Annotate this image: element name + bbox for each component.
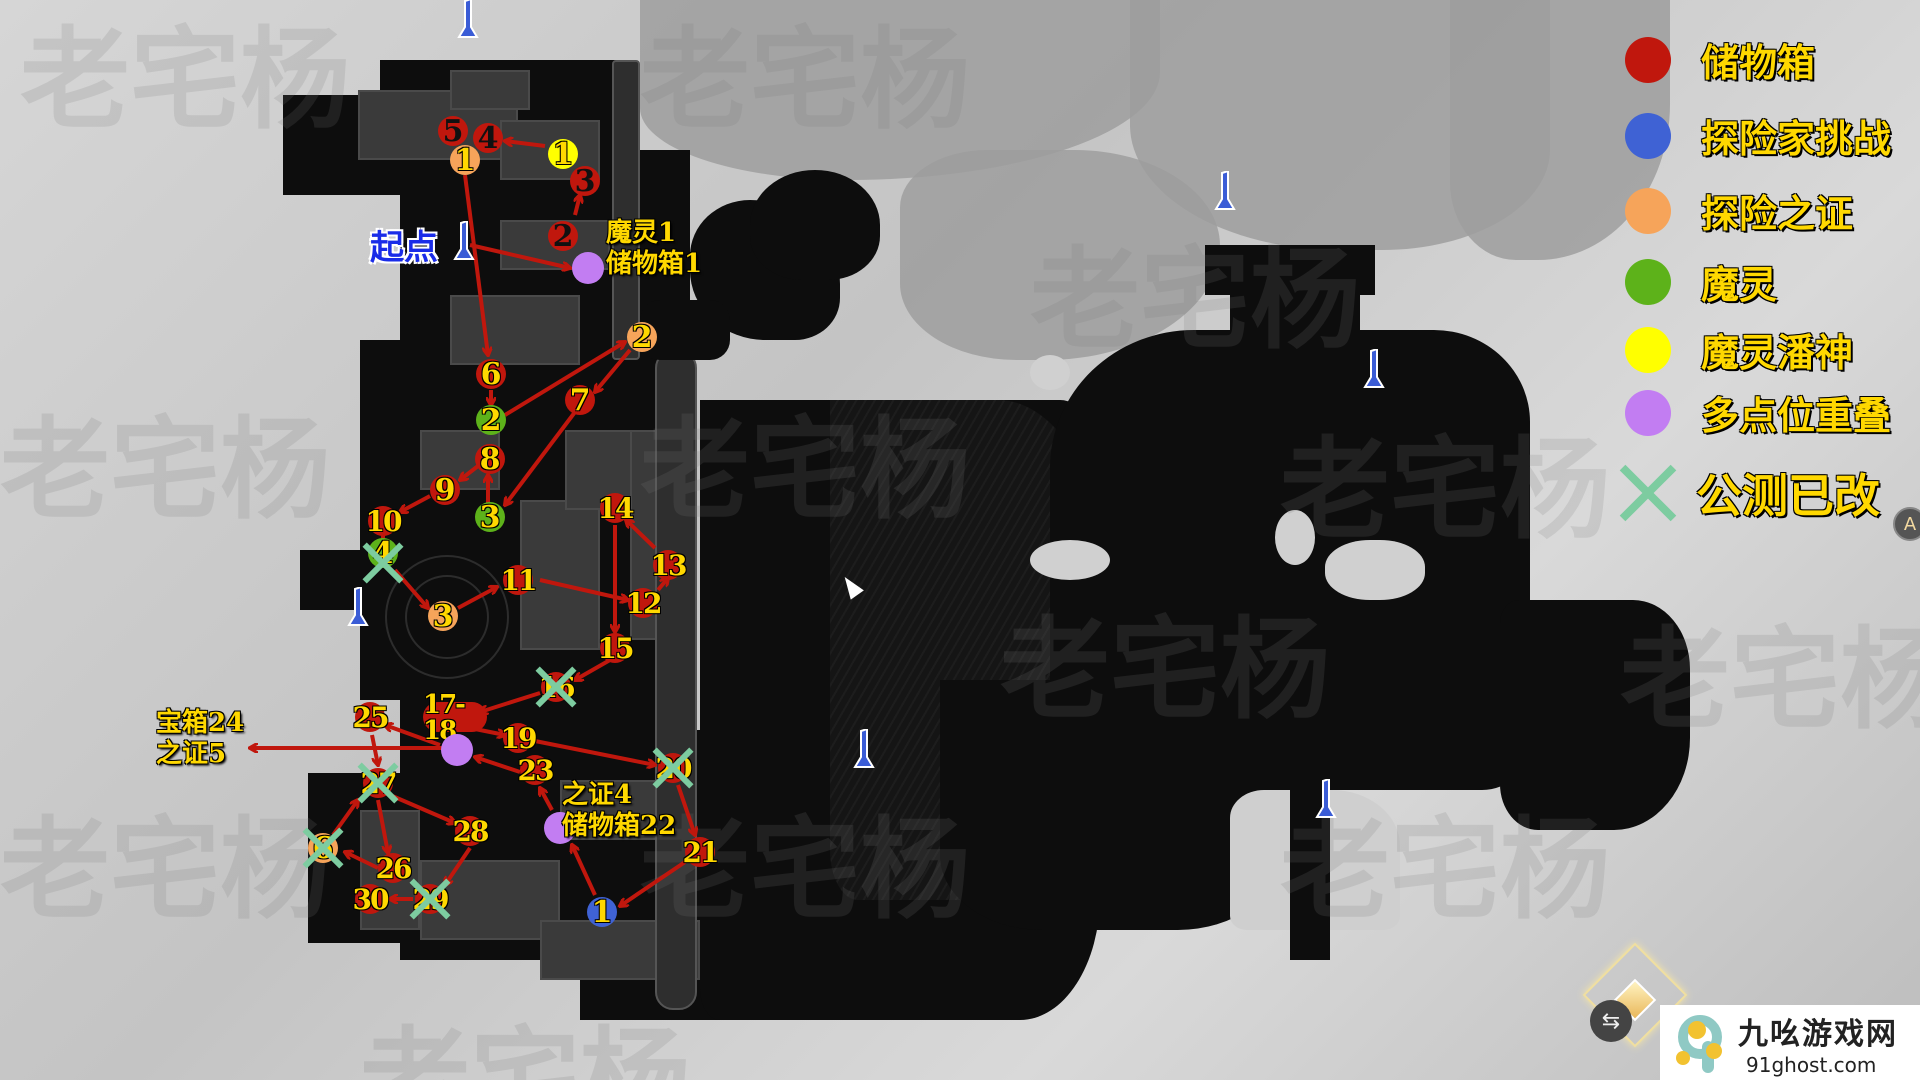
spirit-marker[interactable]: 3 [475,502,505,533]
site-url: 91ghost.com [1746,1052,1877,1077]
building [560,780,670,840]
pan-spirit-marker[interactable]: 1 [548,139,578,170]
explorer-proof-marker[interactable]: 2 [627,322,657,353]
overlap-marker[interactable] [441,734,473,766]
changed-cross-icon [361,541,405,585]
terrain-hole [1325,540,1425,600]
chest-marker[interactable]: 4 [473,123,503,154]
chest-marker[interactable]: 11 [500,564,537,597]
chest-marker[interactable]: 30 [352,883,389,916]
legend-orange-dot-icon [1625,187,1671,234]
teleport-waypoint-icon[interactable] [853,729,875,771]
annotation-purple-bottom: 之证4 储物箱22 [562,780,677,842]
spirit-marker[interactable]: 2 [476,405,506,436]
teleport-waypoint-icon[interactable] [1315,779,1337,821]
bridge-corridor [612,60,640,360]
central-area [940,680,1280,930]
chest-marker[interactable]: 15 [597,632,634,665]
chest-marker[interactable]: 8 [475,444,505,475]
legend-yellow-dot-icon [1625,326,1671,373]
overlap-marker[interactable] [572,252,604,284]
chest-marker[interactable]: 6 [476,359,506,390]
changed-cross-icon [301,826,345,870]
start-label: 起点 [370,228,438,268]
chest-marker[interactable]: 14 [597,492,634,525]
chest-marker[interactable]: 13 [650,549,687,582]
chest-marker[interactable]: 7 [565,385,595,416]
plaza-ring [405,575,489,659]
changed-cross-icon [408,877,452,921]
legend-item-explorer-proof: 探险之证 [1610,183,1853,238]
plaza-ring [385,555,509,679]
explorer-proof-marker[interactable]: 1 [450,145,480,176]
chest-marker[interactable]: 17-18 [423,692,487,744]
chest-marker[interactable]: 21 [682,836,719,869]
chest-marker[interactable]: 26 [375,852,412,885]
changed-cross-icon [534,665,578,709]
legend-green-dot-icon [1625,258,1671,305]
chest-marker[interactable]: 2 [548,221,578,252]
chest-marker[interactable]: 25 [352,701,389,734]
legend-cross-icon [1620,465,1676,521]
teleport-waypoint-icon[interactable] [1363,349,1385,391]
building [450,295,580,365]
site-name: 九吆游戏网 [1738,1016,1898,1052]
explorer-proof-marker[interactable]: 3 [428,601,458,632]
swap-map-button[interactable]: ⇆ [1590,1000,1632,1042]
legend-blue-dot-icon [1625,112,1671,159]
legend-item-changed: 公测已改 [1610,460,1880,526]
legend-item-chest: 储物箱 [1610,32,1815,87]
chest-marker[interactable]: 3 [570,166,600,197]
terrain-hole [1275,510,1315,565]
chest-marker[interactable]: 5 [438,116,468,147]
legend-item-pan-spirit: 魔灵潘神 [1610,322,1853,377]
chest-marker[interactable]: 10 [365,505,402,538]
overlap-marker[interactable] [544,812,576,844]
teleport-waypoint-icon[interactable] [457,0,479,41]
chest-marker[interactable]: 12 [625,587,662,620]
annotation-purple-left: 宝箱24 之证5 [156,708,245,770]
north-building [1350,392,1430,420]
central-area [1500,600,1690,830]
teleport-waypoint-icon[interactable] [1214,171,1236,213]
teleport-waypoint-icon[interactable] [453,221,475,263]
annotation-purple-top: 魔灵1 储物箱1 [606,218,703,280]
legend-purple-dot-icon [1625,389,1671,436]
explorer-challenge-marker[interactable]: 1 [587,897,617,928]
terrain-hole [1030,540,1110,580]
building [450,70,530,110]
flower-logo-icon [1672,1011,1730,1075]
legend-red-dot-icon [1625,36,1671,83]
bridge-corridor [655,350,697,1010]
terrain-hole [1030,355,1070,390]
legend-item-overlap: 多点位重叠 [1610,385,1891,440]
legend-item-spirit: 魔灵 [1610,254,1777,309]
chest-marker[interactable]: 28 [452,815,489,848]
chest-marker[interactable]: 19 [500,722,537,755]
north-building [1230,280,1360,380]
watermark: 老宅杨 [0,805,330,934]
site-logo: 九吆游戏网 91ghost.com [1660,1005,1920,1080]
changed-cross-icon [356,761,400,805]
compass-button[interactable]: A [1893,507,1920,541]
chest-marker[interactable]: 23 [517,754,554,787]
watermark: 老宅杨 [0,405,330,534]
legend-item-explorer-challenge: 探险家挑战 [1610,108,1891,163]
teleport-waypoint-icon[interactable] [347,587,369,629]
chest-marker[interactable]: 9 [430,475,460,506]
island-area [750,170,880,280]
